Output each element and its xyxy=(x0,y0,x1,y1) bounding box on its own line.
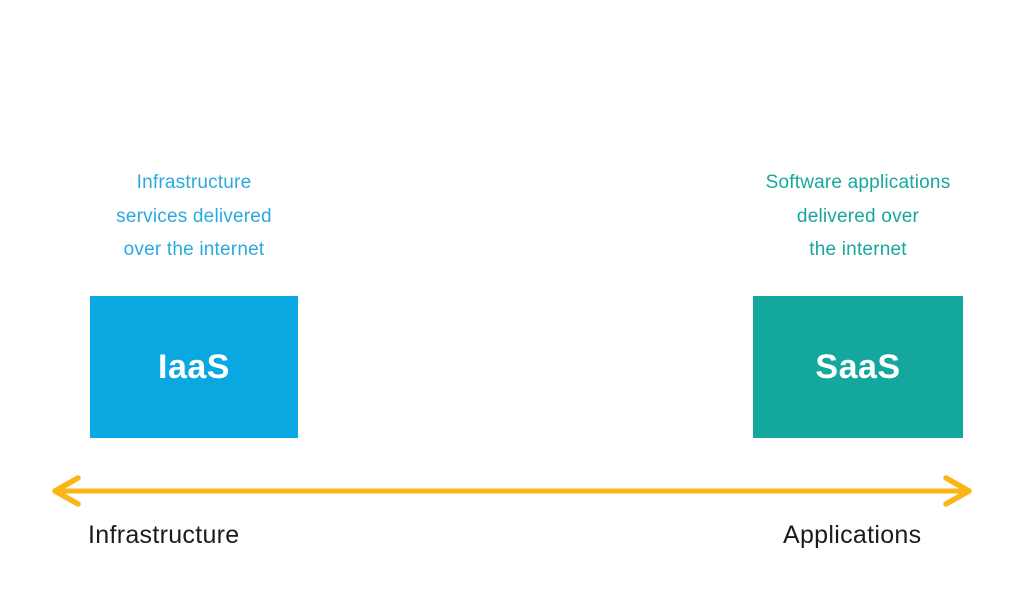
saas-box: SaaS xyxy=(753,296,963,438)
spectrum-arrow xyxy=(52,475,972,507)
iaas-caption-line-3: over the internet xyxy=(123,239,265,260)
iaas-caption-line-2: services delivered xyxy=(116,205,272,227)
saas-box-label: SaaS xyxy=(815,347,901,386)
saas-caption-line-2: delivered over xyxy=(796,205,920,227)
spectrum-arrow-right-head-icon xyxy=(943,475,972,507)
saas-caption-line-1: Software applications xyxy=(765,172,951,193)
spectrum-arrow-left-head-icon xyxy=(52,475,81,507)
iaas-box: IaaS xyxy=(90,296,298,438)
iaas-box-label: IaaS xyxy=(158,347,230,386)
axis-label-applications: Applications xyxy=(783,521,922,549)
saas-caption: Software applications delivered over the… xyxy=(708,166,1008,267)
iaas-caption: Infrastructure services delivered over t… xyxy=(44,166,344,267)
iaas-caption-line-1: Infrastructure xyxy=(136,172,252,193)
saas-caption-line-3: the internet xyxy=(809,239,907,260)
axis-label-infrastructure: Infrastructure xyxy=(88,521,240,549)
